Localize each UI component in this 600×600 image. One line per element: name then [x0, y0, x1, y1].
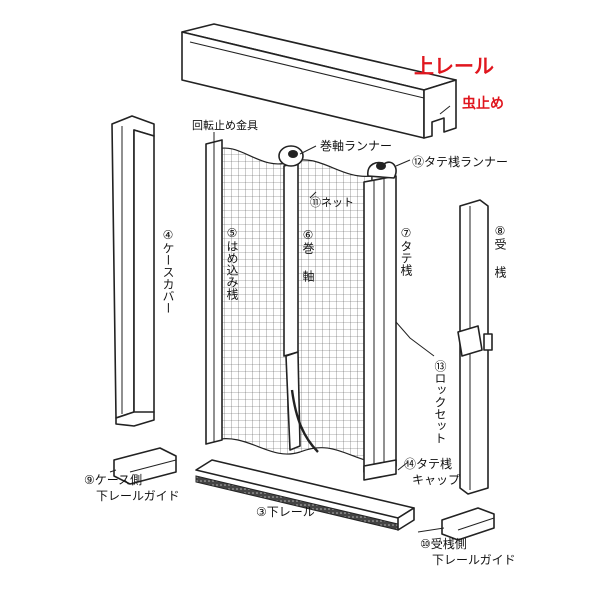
- roll-shaft-label-b: 軸: [301, 270, 315, 283]
- roll-shaft-label-a: ⑥巻: [301, 228, 315, 254]
- vertical-stile-label: ⑦タテ桟: [399, 226, 413, 276]
- case-guide-label-b: 下レールガイド: [96, 489, 180, 503]
- lower-rail-label: ③下レール: [256, 505, 315, 519]
- insert-stile-label: ⑤はめ込み桟: [225, 226, 239, 300]
- leader-lines: [109, 105, 451, 533]
- stile-cap-label-b: キャップ: [412, 473, 460, 487]
- stile-cap: [363, 459, 397, 481]
- case-side-guide: [113, 447, 177, 485]
- roll-runner: [278, 145, 304, 167]
- roll-runner-label: 巻軸ランナー: [320, 139, 392, 153]
- lock-set-label: ⑬ロックセット: [433, 360, 447, 444]
- recv-guide-label-a: ⑩受桟側: [420, 537, 467, 551]
- insert-stile: [205, 139, 223, 445]
- case-cover: [111, 115, 155, 427]
- anti-rotation-label: 回転止め金具: [192, 118, 258, 132]
- insect-guard-label: 虫止め: [462, 95, 504, 112]
- case-guide-label-a: ⑨ケース側: [84, 473, 142, 487]
- vertical-stile: [363, 175, 397, 473]
- stile-runner: [367, 161, 397, 179]
- upper-rail-label: 上レール: [414, 54, 494, 78]
- receive-side-guide: [441, 507, 495, 541]
- net-label: ⑪ネット: [310, 196, 354, 209]
- stile-runner-label: ⑫タテ桟ランナー: [412, 155, 508, 169]
- roll-shaft: [283, 161, 319, 453]
- receive-stile-label-a: ⑧受: [493, 224, 507, 250]
- case-cover-label: ④ケースカバー: [161, 228, 175, 314]
- lock-set: [457, 325, 493, 357]
- stile-cap-label-a: ⑭タテ桟: [404, 457, 452, 471]
- recv-guide-label-b: 下レールガイド: [432, 553, 516, 567]
- receive-stile-label-b: 桟: [493, 266, 507, 278]
- upper-rail: [181, 23, 457, 139]
- lower-rail: [195, 459, 415, 531]
